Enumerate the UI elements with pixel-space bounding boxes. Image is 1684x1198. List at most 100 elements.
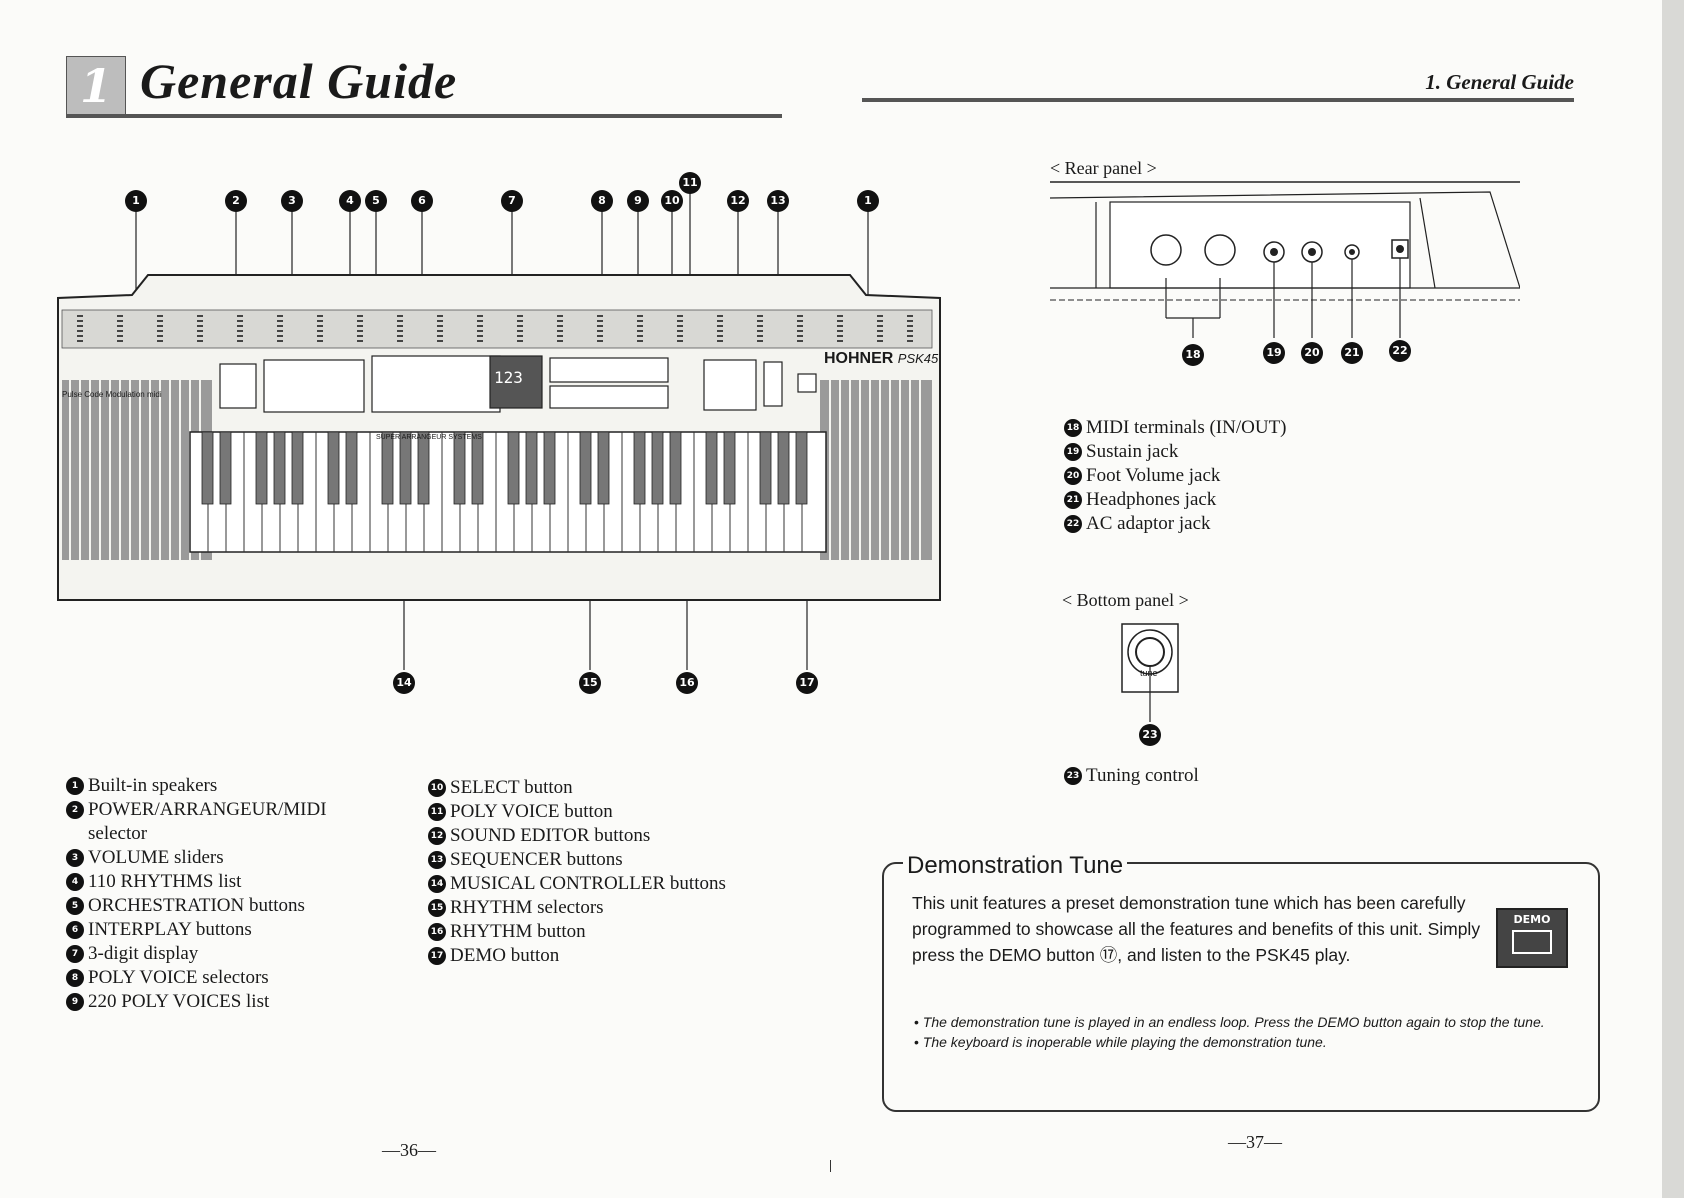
demo-button-label: DEMO	[1513, 913, 1551, 926]
list-text: AC adaptor jack	[1086, 513, 1211, 534]
demo-notes: The demonstration tune is played in an e…	[923, 1012, 1568, 1052]
demo-body: This unit features a preset demonstratio…	[912, 893, 1481, 965]
demo-note: The keyboard is inoperable while playing…	[923, 1032, 1568, 1052]
demo-button-face	[1512, 930, 1552, 954]
list-number: 3	[66, 849, 84, 867]
callout-13: 13	[767, 190, 789, 212]
list-text: 110 RHYTHMS list	[88, 871, 242, 892]
list-number: 12	[428, 827, 446, 845]
demo-title: Demonstration Tune	[903, 852, 1128, 880]
list-text: Foot Volume jack	[1086, 465, 1221, 486]
list-text: VOLUME sliders	[88, 847, 224, 868]
callout-10: 10	[661, 190, 683, 212]
model-name: PSK45	[897, 351, 939, 366]
list-text: MUSICAL CONTROLLER buttons	[450, 873, 726, 894]
panel-caption: Pulse Code Modulation midi	[62, 390, 162, 399]
keyboard-brand: HOHNER PSK45	[824, 350, 938, 368]
demo-button-icon: DEMO	[1496, 908, 1568, 968]
tuning-knob-diagram	[1121, 623, 1179, 722]
list-text: RHYTHM button	[450, 921, 586, 942]
callout-11: 11	[679, 172, 701, 194]
right-page-title: 1. General Guide	[1425, 70, 1574, 94]
page-edge-shadow	[1662, 0, 1684, 1198]
list-text: SELECT button	[450, 777, 573, 798]
list-text: Sustain jack	[1086, 441, 1179, 462]
callout-16: 16	[676, 672, 698, 694]
list-number: 13	[428, 851, 446, 869]
list-number: 8	[66, 969, 84, 987]
interplay-caption: SUPER ARRANGEUR SYSTEMS	[376, 434, 482, 441]
callout-4: 4	[339, 190, 361, 212]
keyboard-display: 123	[494, 368, 523, 387]
list-text: ORCHESTRATION buttons	[88, 895, 305, 916]
rear-panel-diagram	[1050, 181, 1520, 338]
callout-8: 8	[591, 190, 613, 212]
tune-label: tune	[1140, 668, 1158, 678]
list-text: Headphones jack	[1086, 489, 1217, 510]
callout-19: 19	[1263, 342, 1285, 364]
callout-1: 1	[125, 190, 147, 212]
list-text: DEMO button	[450, 945, 560, 966]
page-number-right: —37—	[1228, 1132, 1282, 1152]
callout-2: 2	[225, 190, 247, 212]
list-text: Built-in speakers	[88, 775, 218, 796]
list-text: SEQUENCER buttons	[450, 849, 623, 870]
list-text: 220 POLY VOICES list	[88, 991, 270, 1012]
page-title: General Guide	[140, 53, 458, 109]
list-item: selector	[66, 822, 327, 846]
callout-21: 21	[1341, 342, 1363, 364]
list-number: 17	[428, 947, 446, 965]
keyboard-diagram	[57, 184, 941, 670]
list-number: 2	[66, 801, 84, 819]
list-number: 19	[1064, 443, 1082, 461]
callout-22: 22	[1389, 340, 1411, 362]
list-number: 4	[66, 873, 84, 891]
chapter-number-box: 1	[66, 56, 126, 116]
list-text: Tuning control	[1086, 765, 1199, 786]
list-number: 18	[1064, 419, 1082, 437]
list-text: 3-digit display	[88, 943, 199, 964]
list-number: 9	[66, 993, 84, 1011]
right-title-rule	[862, 98, 1574, 102]
list-number: 16	[428, 923, 446, 941]
callout-20: 20	[1301, 342, 1323, 364]
rear-panel-label: < Rear panel >	[1050, 158, 1157, 178]
callout-14: 14	[393, 672, 415, 694]
callout-9: 9	[627, 190, 649, 212]
list-number: 5	[66, 897, 84, 915]
demo-box	[882, 862, 1600, 1112]
list-text: SOUND EDITOR buttons	[450, 825, 651, 846]
callout-5: 5	[365, 190, 387, 212]
list-number: 6	[66, 921, 84, 939]
callout-1b: 1	[857, 190, 879, 212]
list-number: 14	[428, 875, 446, 893]
left-title-rule	[66, 114, 782, 118]
callout-15: 15	[579, 672, 601, 694]
list-text: POLY VOICE selectors	[88, 967, 269, 988]
callout-23: 23	[1139, 724, 1161, 746]
brand-name: HOHNER	[824, 350, 894, 367]
list-number: 22	[1064, 515, 1082, 533]
callout-17: 17	[796, 672, 818, 694]
